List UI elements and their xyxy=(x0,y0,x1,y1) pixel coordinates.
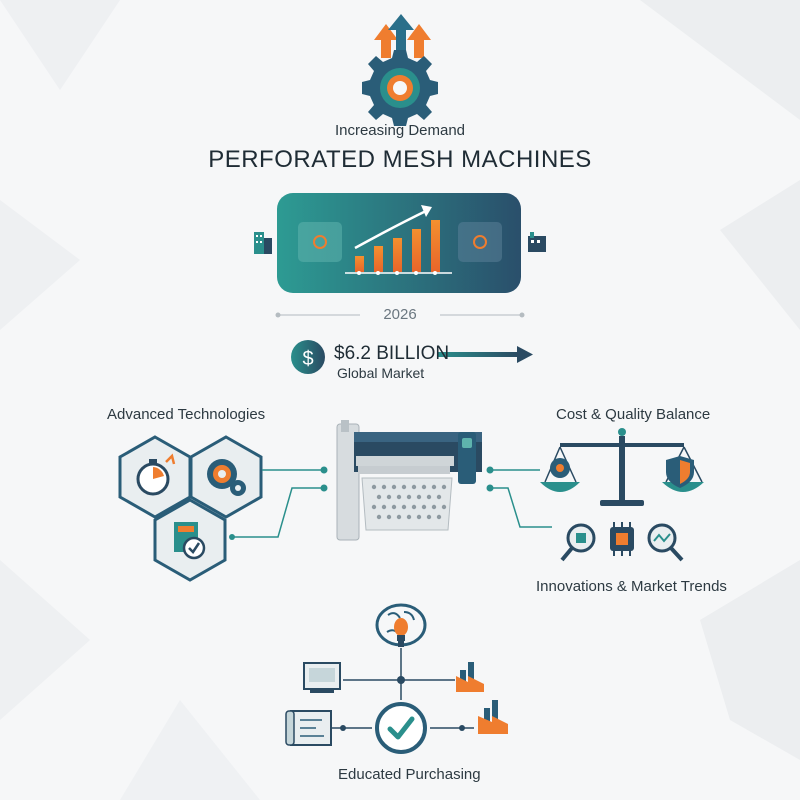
page-title: PERFORATED MESH MACHINES xyxy=(208,146,592,173)
growth-chart-card xyxy=(277,193,521,293)
checklist-hexagon xyxy=(153,498,227,582)
subtitle: Increasing Demand xyxy=(334,122,466,139)
gear-hexagon xyxy=(189,435,263,519)
market-value: $6.2 BILLION xyxy=(334,343,450,364)
factory-icon xyxy=(456,662,484,692)
scale-icon xyxy=(540,428,704,506)
svg-text:$: $ xyxy=(302,348,313,370)
bar-chart-icon xyxy=(345,205,452,275)
network-lines xyxy=(330,648,474,729)
dollar-icon: $ xyxy=(291,340,325,374)
connector-lines-right xyxy=(486,466,552,528)
gear-icon xyxy=(550,458,570,478)
magnifier-chip-icon xyxy=(560,523,596,562)
section-label-cost-quality: Cost & Quality Balance xyxy=(556,406,711,423)
magnifier-trend-icon xyxy=(647,523,684,562)
stopwatch-icon xyxy=(136,453,176,496)
timeline-year: 2026 xyxy=(360,306,440,323)
section-label-innovations: Innovations & Market Trends xyxy=(536,578,727,595)
building-icon xyxy=(254,232,272,254)
gear-icon xyxy=(207,459,246,496)
monitor-icon xyxy=(303,662,341,693)
checkmark-icon xyxy=(375,702,427,754)
section-label-educated-purchasing: Educated Purchasing xyxy=(338,766,481,783)
gear-arrows-icon xyxy=(362,14,438,126)
shield-icon xyxy=(666,456,694,488)
connector-lines-left xyxy=(229,466,328,540)
checklist-icon xyxy=(174,522,206,560)
machine-icon xyxy=(336,420,482,541)
brain-bulb-icon xyxy=(375,603,427,647)
factory-icon xyxy=(478,700,508,734)
section-label-advanced-technologies: Advanced Technologies xyxy=(107,406,266,423)
blueprint-icon xyxy=(285,710,332,746)
market-label: Global Market xyxy=(337,365,425,381)
factory-icon xyxy=(528,232,546,252)
chip-icon xyxy=(610,522,634,556)
market-growth-arrow xyxy=(437,346,533,363)
